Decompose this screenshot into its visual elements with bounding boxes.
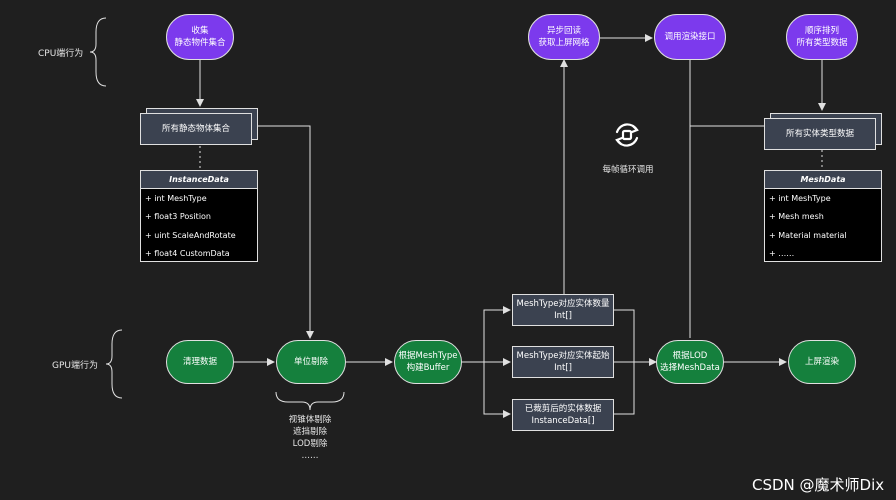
- mesh-data-title: MeshData: [765, 171, 881, 189]
- culled-instance-box: 已裁剪后的实体数据 InstanceData[]: [512, 399, 614, 431]
- watermark: CSDN @魔术师Dix: [752, 476, 885, 494]
- loop-label: 每帧循环调用: [602, 165, 654, 175]
- mesh-data-table: MeshData + int MeshType + Mesh mesh + Ma…: [764, 170, 882, 262]
- instance-data-row: + uint ScaleAndRotate: [145, 230, 236, 240]
- mesh-data-row: + ……: [769, 249, 795, 259]
- clear-node: 清理数据: [166, 340, 234, 384]
- mesh-start-box: MeshType对应实体起始 Int[]: [512, 346, 614, 378]
- mesh-data-row: + Mesh mesh: [769, 212, 824, 222]
- async-read-node: 异步回读 获取上屏网格: [528, 14, 600, 60]
- present-node: 上屏渲染: [788, 340, 856, 384]
- mesh-data-row: + int MeshType: [769, 193, 831, 203]
- instance-data-row: + float4 CustomData: [145, 249, 230, 259]
- instance-data-row: + int MeshType: [145, 193, 207, 203]
- cull-node: 单位剔除: [276, 340, 346, 384]
- mesh-data-row: + Material material: [769, 230, 847, 240]
- all-entity-box: 所有实体类型数据: [764, 118, 876, 150]
- gpu-label: GPU端行为: [52, 361, 98, 371]
- instance-data-row: + float3 Position: [145, 212, 211, 222]
- sort-node: 顺序排列 所有类型数据: [786, 14, 858, 60]
- instance-data-table: InstanceData + int MeshType + float3 Pos…: [140, 170, 258, 262]
- instance-data-title: InstanceData: [141, 171, 257, 189]
- select-lod-node: 根据LOD 选择MeshData: [656, 340, 724, 384]
- mesh-count-box: MeshType对应实体数量 Int[]: [512, 294, 614, 326]
- collect-node: 收集 静态物件集合: [166, 14, 234, 60]
- all-static-box: 所有静态物体集合: [140, 113, 252, 145]
- cull-methods-note: 视锥体剔除 遮挡剔除 LOD剔除 ……: [288, 415, 332, 461]
- refresh-icon: [615, 123, 639, 147]
- cpu-label: CPU端行为: [38, 49, 84, 59]
- build-buffer-node: 根据MeshType 构建Buffer: [394, 340, 462, 384]
- call-render-node: 调用渲染接口: [654, 14, 726, 60]
